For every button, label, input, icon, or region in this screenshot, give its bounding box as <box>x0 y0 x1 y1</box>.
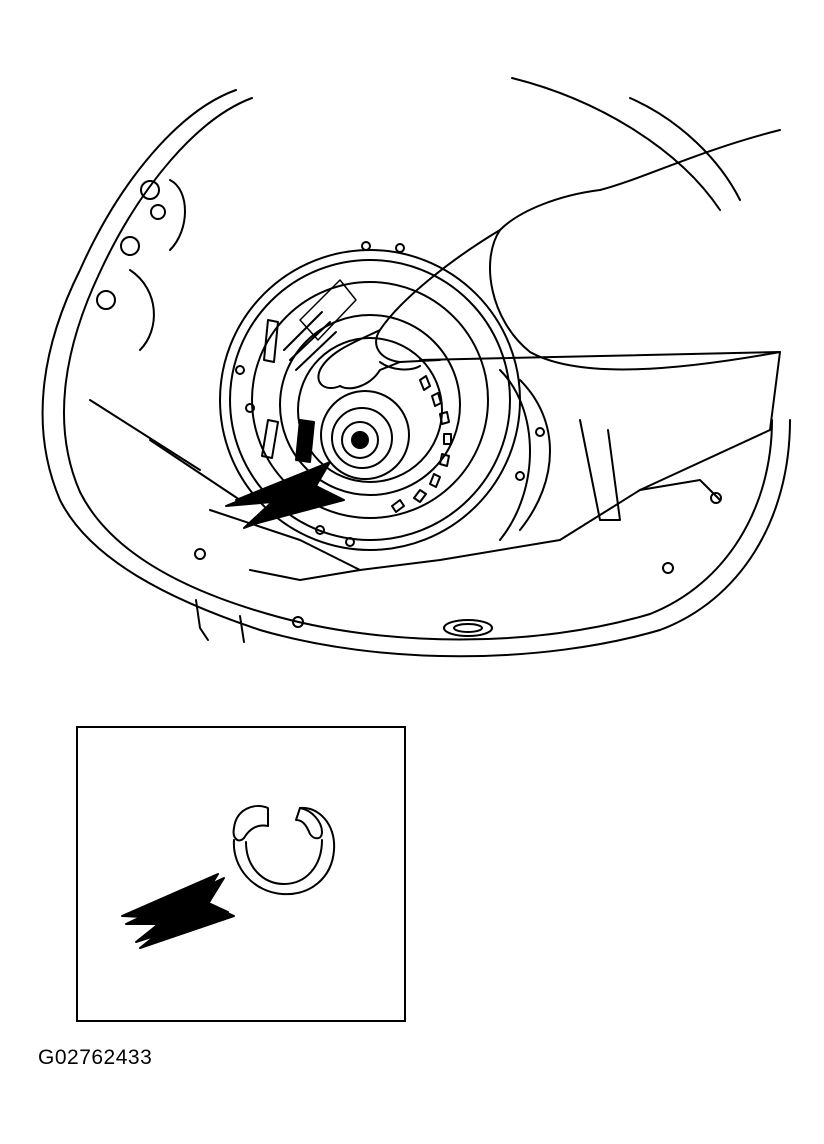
pointer-arrow-icon <box>225 461 345 529</box>
flange-bolt-bosses <box>96 179 722 637</box>
case-flange <box>41 77 791 658</box>
hand <box>317 129 781 390</box>
snap-ring-icon <box>232 805 336 896</box>
housing-ribs <box>89 351 781 581</box>
pointer-arrow-icon <box>121 873 235 949</box>
snap-ring-detail-inset <box>76 726 406 1022</box>
clutch-drum <box>219 249 521 551</box>
gear-teeth <box>235 241 545 547</box>
figure-code: G02762433 <box>38 1046 153 1069</box>
transmission-illustration <box>41 77 791 658</box>
